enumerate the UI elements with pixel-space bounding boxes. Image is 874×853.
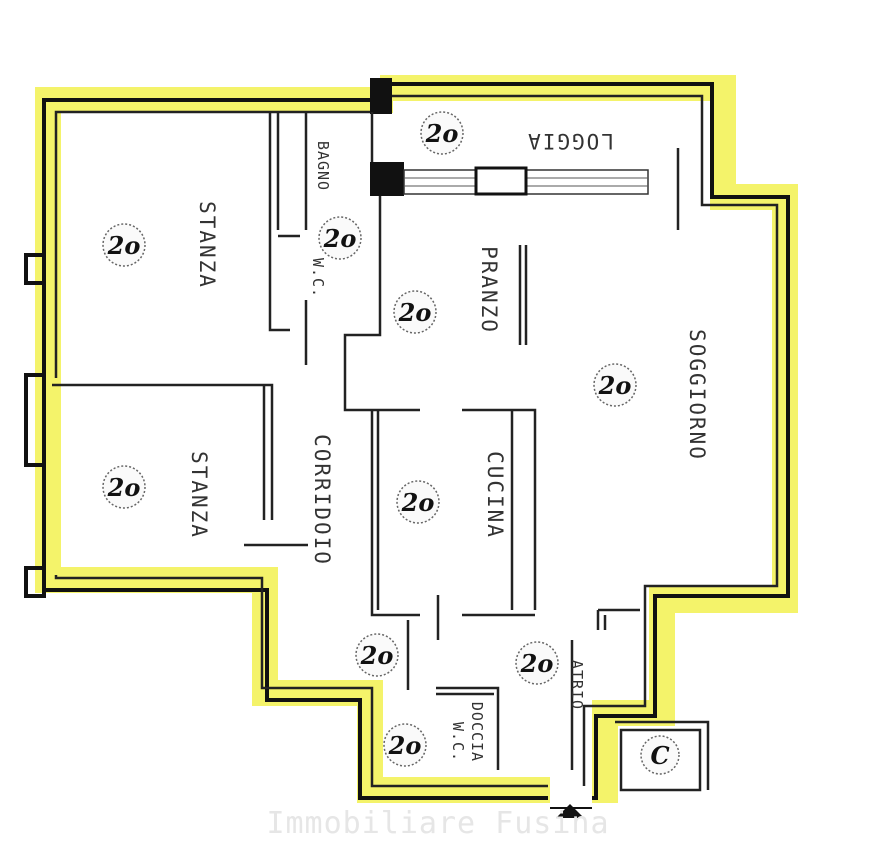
marker: 2o	[593, 363, 637, 407]
room-label-stanza-2: STANZA	[187, 451, 211, 539]
marker: 2o	[515, 641, 559, 685]
marker-text: 2o	[425, 119, 459, 148]
marker: 2o	[102, 465, 146, 509]
marker-text: 2o	[360, 641, 394, 670]
room-label-corridoio: CORRIDOIO	[310, 434, 334, 566]
marker-text: 2o	[323, 224, 357, 253]
room-label-bagno: BAGNO	[314, 141, 332, 191]
marker: 2o	[393, 290, 437, 334]
marker: 2o	[102, 223, 146, 267]
room-label-loggia: LOGGIA	[526, 129, 614, 153]
entrance-arrow-icon	[556, 804, 584, 818]
outer-wall-inner	[54, 94, 779, 788]
room-label-wc-top: W.C.	[309, 258, 327, 298]
marker: 2o	[396, 480, 440, 524]
marker-text: 2o	[398, 298, 432, 327]
marker: 2o	[318, 216, 362, 260]
column	[370, 162, 404, 196]
marker-text: 2o	[598, 371, 632, 400]
room-label-pranzo: PRANZO	[477, 246, 501, 334]
marker-text: C	[650, 741, 669, 770]
marker: 2o	[383, 723, 427, 767]
marker: C	[640, 735, 680, 775]
room-label-doccia: DOCCIA	[468, 702, 486, 762]
interior-wall	[52, 112, 710, 792]
marker-text: 2o	[520, 649, 554, 678]
marker-text: 2o	[107, 231, 141, 260]
room-label-cucina: CUCINA	[483, 451, 507, 539]
marker-text: 2o	[388, 731, 422, 760]
room-label-wc-bottom: W.C.	[449, 722, 467, 762]
room-label-atrio: ATRIO	[568, 660, 586, 710]
side-window-left	[24, 253, 46, 598]
column	[474, 166, 528, 196]
marker-text: 2o	[107, 473, 141, 502]
marker: 2o	[355, 633, 399, 677]
room-label-stanza-1: STANZA	[195, 201, 219, 289]
column	[370, 78, 392, 114]
room-label-soggiorno: SOGGIORNO	[685, 329, 709, 461]
marker: 2o	[420, 111, 464, 155]
marker-text: 2o	[401, 488, 435, 517]
watermark: Immobiliare Fusina	[266, 806, 609, 841]
outer-wall	[42, 82, 790, 800]
